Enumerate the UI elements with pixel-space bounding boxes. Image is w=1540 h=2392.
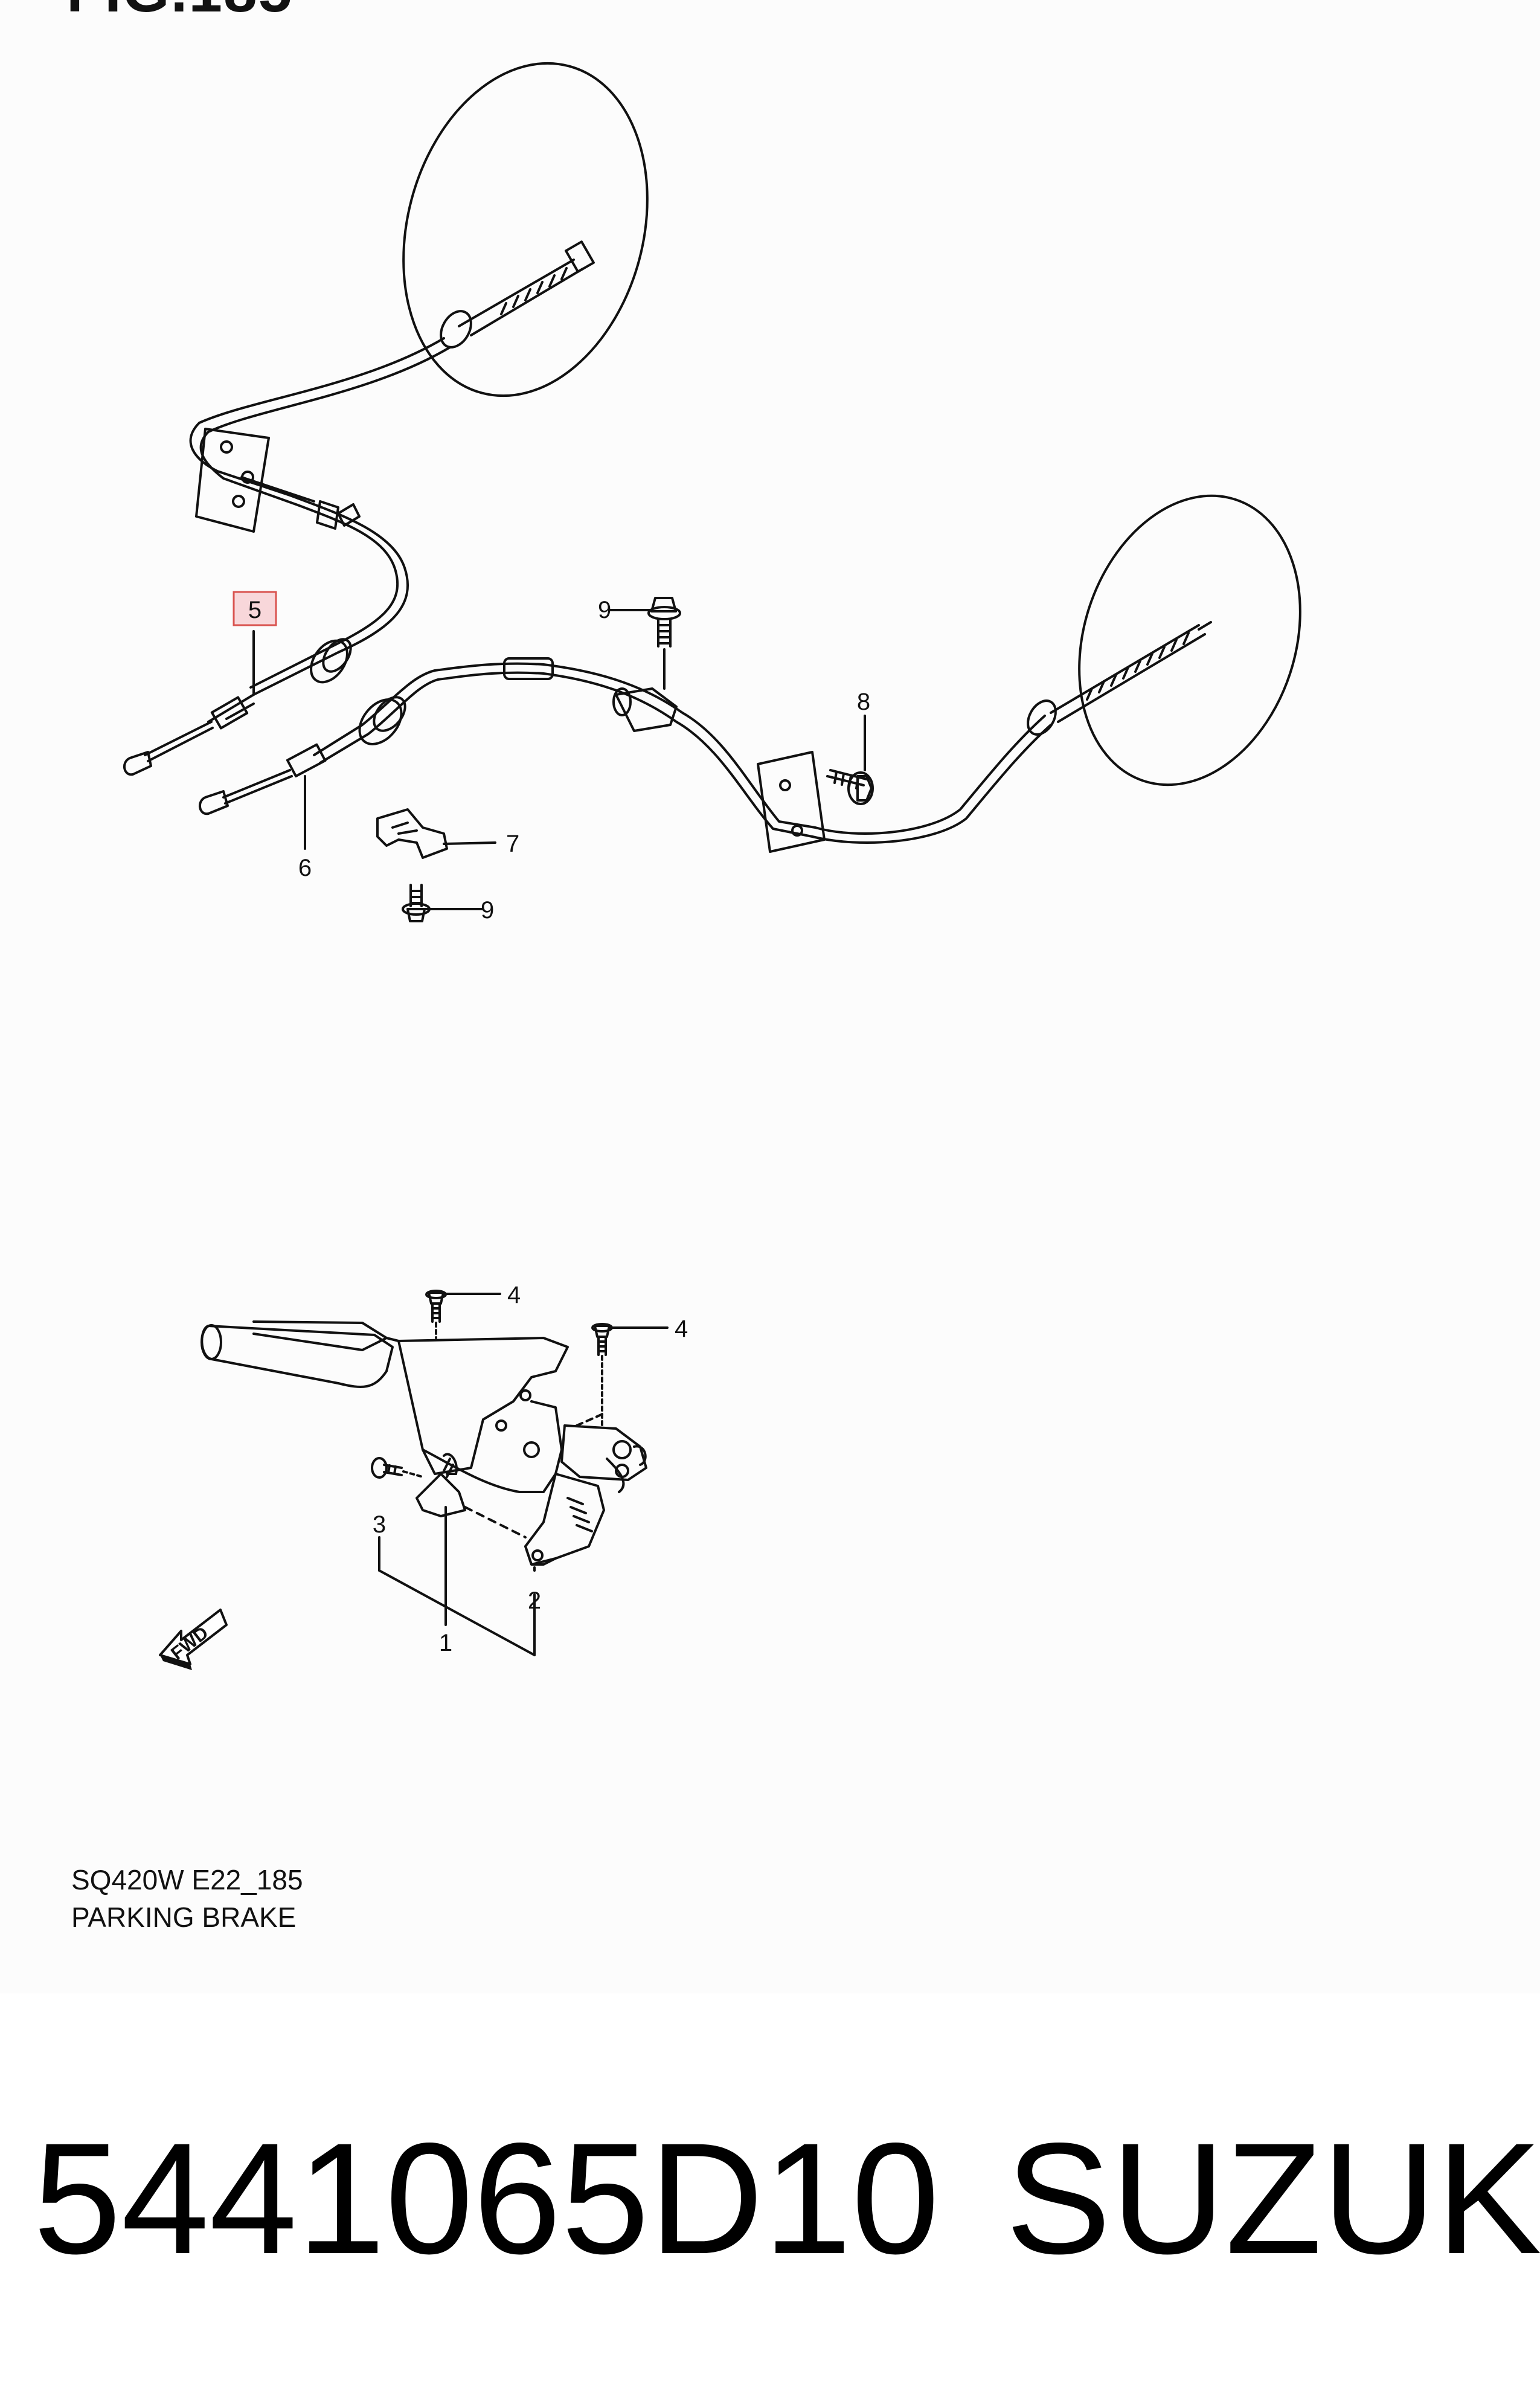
bolt-4-right bbox=[591, 1323, 613, 1430]
callout-3: 3 bbox=[373, 1511, 386, 1538]
clip-7 bbox=[376, 808, 448, 859]
brand-name: SUZUKI bbox=[1006, 2110, 1540, 2287]
upper-cable-spring bbox=[440, 240, 595, 349]
cable-6 bbox=[313, 662, 1046, 835]
bolt-8 bbox=[826, 769, 874, 805]
upper-brake-drum bbox=[402, 62, 649, 397]
figure-title: FIG.185 bbox=[66, 0, 293, 26]
upper-bracket-plate bbox=[195, 428, 270, 533]
callout-6: 6 bbox=[298, 855, 312, 881]
bolt-3 bbox=[371, 1457, 424, 1479]
callout-9-lower: 9 bbox=[481, 897, 494, 924]
bolt-9-upper bbox=[647, 597, 681, 648]
bolt-9-lower bbox=[402, 884, 431, 922]
bolt-4-left bbox=[425, 1290, 447, 1339]
diagram-caption: PARKING BRAKE bbox=[71, 1902, 297, 1933]
callout-5-highlight bbox=[233, 591, 277, 626]
callout-4-left: 4 bbox=[507, 1282, 521, 1308]
parking-brake-diagram: FWD 5 6 7 9 9 8 4 4 3 2 1 bbox=[123, 62, 1301, 1670]
callout-1: 1 bbox=[439, 1630, 452, 1656]
callout-8: 8 bbox=[857, 689, 870, 715]
right-bracket-plate bbox=[757, 751, 826, 853]
callout-9-upper: 9 bbox=[598, 597, 611, 623]
diagram-code: SQ420W E22_185 bbox=[71, 1864, 303, 1895]
part-number: 5441065D10 bbox=[33, 2110, 940, 2287]
right-cable-spring bbox=[1027, 621, 1212, 736]
callout-5: 5 bbox=[248, 597, 261, 623]
right-brake-drum bbox=[1078, 494, 1301, 786]
fwd-arrow-icon: FWD bbox=[159, 1609, 228, 1670]
handbrake-lever bbox=[201, 1320, 647, 1566]
callout-7: 7 bbox=[506, 831, 519, 857]
callout-2: 2 bbox=[528, 1587, 541, 1614]
diagram-sheet: FIG.185 bbox=[66, 0, 1301, 1933]
footer: 5441065D10 SUZUKI bbox=[33, 2108, 1540, 2289]
callout-4-right: 4 bbox=[675, 1316, 688, 1342]
cable-5 bbox=[189, 337, 445, 696]
